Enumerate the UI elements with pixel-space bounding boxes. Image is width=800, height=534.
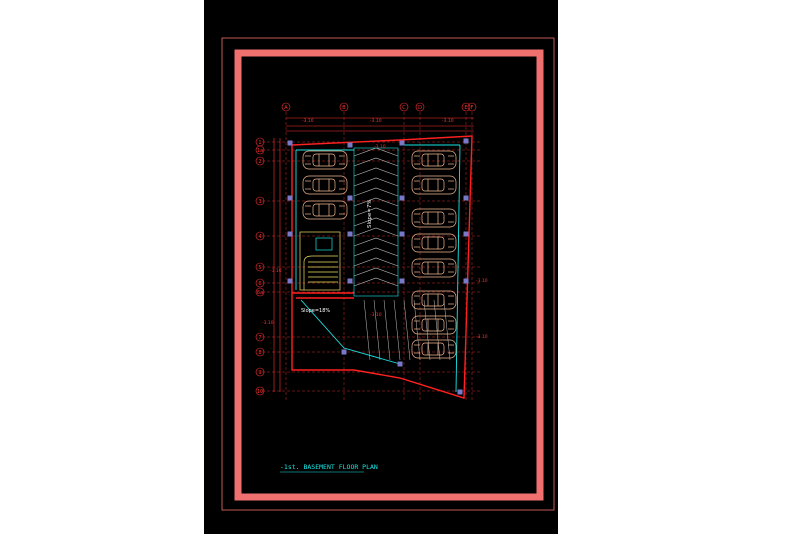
drawing-title: -1st. BASEMENT FLOOR PLAN bbox=[280, 463, 378, 471]
slope-label-upper: Slope=7% bbox=[367, 199, 373, 228]
column bbox=[287, 195, 293, 201]
level-mark: -3.10 bbox=[262, 320, 274, 326]
left-dimensions bbox=[273, 138, 281, 392]
level-mark: -3.10 bbox=[476, 278, 488, 284]
svg-text:B: B bbox=[342, 105, 346, 111]
svg-text:C: C bbox=[402, 105, 406, 111]
svg-text:1: 1 bbox=[258, 140, 261, 146]
parked-car bbox=[411, 208, 457, 228]
level-mark: -3.10 bbox=[370, 118, 382, 124]
column bbox=[463, 231, 469, 237]
level-marks: -3.10 -3.10 -3.10 -3.10 -3.10 -3.10 -3.1… bbox=[262, 118, 488, 340]
svg-text:1a: 1a bbox=[257, 148, 263, 154]
column bbox=[457, 389, 463, 395]
grid-bubble-row: 1a bbox=[255, 145, 265, 155]
grid-bubble-row: 2 bbox=[255, 156, 265, 166]
stair-core bbox=[299, 231, 341, 291]
column bbox=[463, 138, 469, 144]
outer-frame bbox=[221, 37, 555, 511]
grid-lines bbox=[262, 112, 480, 402]
structural-columns bbox=[287, 138, 469, 395]
column bbox=[347, 231, 353, 237]
column bbox=[397, 361, 403, 367]
grid-bubble-row: 3 bbox=[255, 196, 265, 206]
grid-bubble-row: 10 bbox=[255, 386, 265, 396]
level-mark: -3.10 bbox=[442, 118, 454, 124]
column bbox=[399, 195, 405, 201]
grid-bubble-row: 6a bbox=[255, 287, 265, 297]
lower-ramp bbox=[363, 299, 451, 361]
svg-text:9: 9 bbox=[258, 370, 261, 376]
parked-car bbox=[302, 150, 348, 170]
grid-bubble-row: 9 bbox=[255, 367, 265, 377]
svg-text:5: 5 bbox=[258, 265, 261, 271]
parked-car bbox=[411, 258, 457, 278]
svg-text:E: E bbox=[464, 105, 467, 111]
grid-bubble-column: D bbox=[415, 102, 425, 112]
column bbox=[399, 231, 405, 237]
grid-bubble-row: 5 bbox=[255, 262, 265, 272]
grid-bubble-column: C bbox=[399, 102, 409, 112]
svg-text:3: 3 bbox=[258, 199, 261, 205]
grid-bubble-row: 8 bbox=[255, 347, 265, 357]
column bbox=[341, 349, 347, 355]
svg-text:4: 4 bbox=[258, 234, 261, 240]
parked-car bbox=[411, 150, 457, 170]
grid-bubble-column: A bbox=[281, 102, 291, 112]
column bbox=[287, 140, 293, 146]
grid-bubble-row: 7 bbox=[255, 332, 265, 342]
svg-text:10: 10 bbox=[257, 389, 263, 395]
parked-car bbox=[411, 290, 457, 310]
slope-label-lower: Slope=18% bbox=[301, 308, 330, 314]
grid-bubble-column: B bbox=[339, 102, 349, 112]
level-mark: -3.10 bbox=[270, 268, 282, 274]
grid-bubble-row: 6 bbox=[255, 278, 265, 288]
grid-bubble-column: F bbox=[467, 102, 477, 112]
title-border bbox=[234, 49, 544, 501]
svg-text:D: D bbox=[418, 105, 422, 111]
column bbox=[287, 231, 293, 237]
level-mark: -3.10 bbox=[370, 312, 382, 318]
svg-text:8: 8 bbox=[258, 350, 261, 356]
svg-text:6a: 6a bbox=[257, 290, 263, 296]
parked-car bbox=[411, 339, 457, 359]
column bbox=[463, 195, 469, 201]
ramp bbox=[353, 147, 399, 297]
parked-car bbox=[302, 175, 348, 195]
parked-car bbox=[411, 233, 457, 253]
column bbox=[463, 278, 469, 284]
parked-car bbox=[302, 200, 348, 220]
column bbox=[399, 278, 405, 284]
grid-bubble-column: E bbox=[461, 102, 471, 112]
parking-cars bbox=[302, 150, 457, 359]
parked-car bbox=[411, 315, 457, 335]
column bbox=[347, 195, 353, 201]
level-mark: -3.10 bbox=[374, 144, 386, 150]
parked-car bbox=[411, 175, 457, 195]
svg-text:2: 2 bbox=[258, 159, 261, 165]
svg-text:7: 7 bbox=[258, 335, 261, 341]
column bbox=[287, 278, 293, 284]
level-mark: -3.10 bbox=[476, 334, 488, 340]
svg-text:F: F bbox=[471, 105, 474, 111]
column bbox=[399, 140, 405, 146]
column bbox=[347, 278, 353, 284]
building-walls bbox=[291, 135, 473, 399]
cyan-wall-lines bbox=[295, 144, 461, 393]
svg-text:A: A bbox=[284, 105, 288, 111]
grid-bubble-row: 4 bbox=[255, 231, 265, 241]
level-mark: -3.10 bbox=[302, 118, 314, 124]
svg-text:6: 6 bbox=[258, 281, 261, 287]
column bbox=[347, 142, 353, 148]
top-dimensions bbox=[286, 117, 474, 132]
